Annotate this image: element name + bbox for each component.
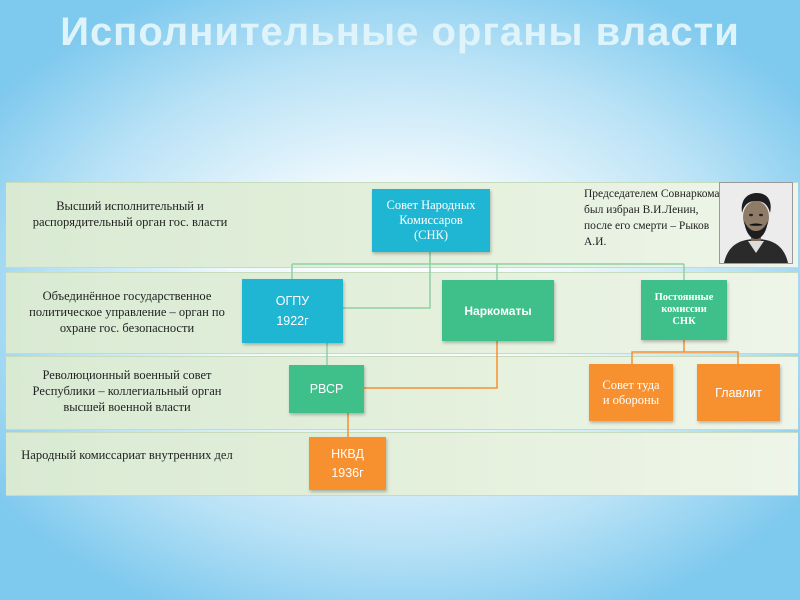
band-label-rvsr: Революционный военный совет Республики –…: [32, 368, 222, 414]
box-ogpu-line-1: ОГПУ: [275, 294, 310, 308]
box-glavlit-line-1: Главлит: [715, 385, 762, 400]
chairman-note: Председателем Совнаркома был избран В.И.…: [584, 188, 720, 248]
connector-ogpu-snk: [343, 252, 431, 309]
band-label-ogpu: Объединённое государственное политическо…: [29, 289, 225, 335]
connector-narkomaty-nkvd: [347, 341, 498, 437]
box-snk: Совет Народных Комиссаров (СНК): [372, 189, 490, 252]
box-snk-line-1: Совет Народных: [386, 198, 476, 212]
box-narkomaty-line-1: Наркоматы: [464, 303, 532, 318]
box-snk-line-3: (СНК): [413, 228, 449, 242]
band-label-nkvd: Народный комиссариат внутренних дел: [21, 448, 233, 462]
box-sovet-truda-line-1: Совет туда: [602, 377, 660, 392]
box-sovet-truda-line-2: и обороны: [602, 392, 660, 407]
box-nkvd: НКВД 1936г: [309, 437, 386, 490]
band-label-snk: Высший исполнительный и распорядительный…: [32, 199, 228, 229]
box-narkomaty: Наркоматы: [442, 280, 554, 341]
portrait-icon: [720, 183, 792, 263]
box-postoyannye-line-1: Постоянные: [654, 292, 714, 303]
box-glavlit: Главлит: [697, 364, 780, 421]
connector-postoyannye-bus: [631, 340, 685, 364]
box-rvsr: РВСР: [289, 365, 364, 413]
box-postoyannye: Постоянные комиссии СНК: [641, 280, 727, 340]
box-nkvd-line-1: НКВД: [331, 446, 364, 461]
box-sovet-truda: Совет туда и обороны: [589, 364, 673, 421]
portrait-photo: [719, 182, 793, 264]
box-postoyannye-line-3: СНК: [672, 316, 696, 327]
box-snk-line-2: Комиссаров: [399, 213, 463, 227]
box-rvsr-line-1: РВСР: [309, 382, 344, 396]
box-ogpu: ОГПУ 1922г: [242, 279, 343, 343]
box-nkvd-line-2: 1936г: [331, 465, 364, 480]
box-ogpu-line-2: 1922г: [276, 314, 309, 328]
connector-to-glavlit: [684, 351, 739, 364]
band-nkvd: [6, 432, 798, 496]
box-postoyannye-line-2: комиссии: [661, 304, 707, 315]
page-title: Исполнительные органы власти: [60, 10, 740, 54]
